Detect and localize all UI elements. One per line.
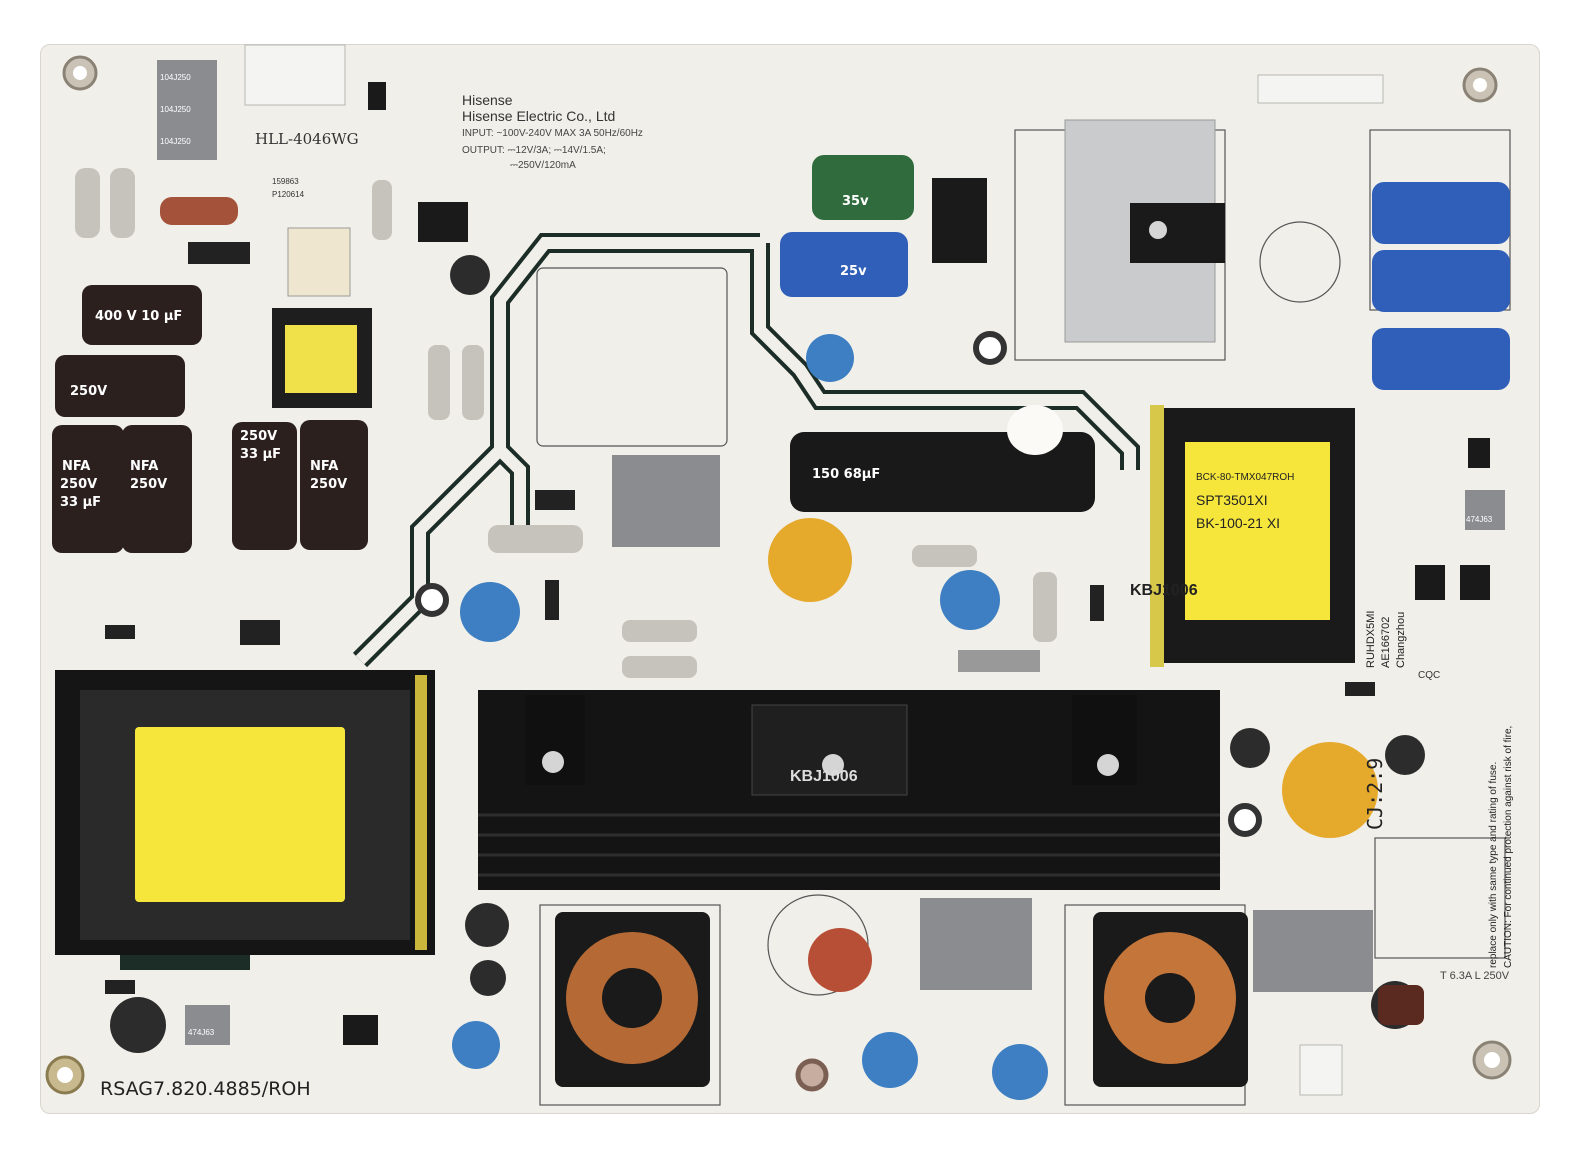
cap-35v-label: 35v: [842, 194, 869, 209]
cap-104-2: 104J250: [160, 105, 191, 114]
cqc-mark: CQC: [1418, 670, 1440, 681]
cap-nfa-v-5: 250V: [310, 477, 347, 492]
diodes: [105, 242, 1375, 994]
aluminum-heatsink: [1064, 119, 1225, 343]
caution-text: CAUTION: For continued protection agains…: [1503, 725, 1514, 968]
cap-bulk-label: 150 68µF: [812, 467, 880, 482]
right-transformer: [1150, 405, 1355, 667]
cap-nfa-3: NFA: [310, 459, 338, 474]
cap-nfa-1: NFA: [62, 459, 90, 474]
cap-nfa-v-2: 250V: [60, 477, 97, 492]
green-capacitor: [812, 155, 914, 220]
factory-line-2: AE166702: [1380, 616, 1392, 668]
standby-transformer: [272, 308, 372, 408]
fuse-rating-text: T 6.3A L 250V: [1440, 970, 1510, 982]
cap-25v-label: 25v: [840, 264, 867, 279]
connectors: [244, 44, 1384, 1096]
cap-nfa-2: NFA: [130, 459, 158, 474]
company-text: Hisense Electric Co., Ltd: [462, 108, 616, 124]
transformer-label-2: SPT3501XI: [1196, 492, 1268, 508]
cap-nfa-v-3: 250V: [130, 477, 167, 492]
cap-474-1: 474J63: [1466, 515, 1493, 524]
cap-nfa-uf-1: 33 µF: [60, 495, 101, 510]
factory-line-3: Changzhou: [1395, 611, 1407, 668]
blue-capacitors: [780, 182, 1510, 390]
fuse: [1378, 985, 1424, 1025]
resistors: [75, 168, 1057, 678]
heatsink: [478, 690, 1220, 890]
rectifier-label: KBJ1006: [1130, 582, 1198, 599]
nfa-capacitors: [52, 285, 368, 553]
output-spec-text: OUTPUT: ⎓12V/3A; ⎓14V/1.5A;: [462, 145, 606, 156]
transformer-label-1: BCK-80-TMX047ROH: [1196, 472, 1294, 483]
sticker-line-1: 159863: [272, 177, 299, 186]
factory-line-1: RUHDX5MI: [1365, 610, 1377, 668]
cap-text: 25v 35v 150 68µF KBJ1006 400 V 10 µF 250…: [60, 73, 1493, 1037]
cap-nfa-uf-2: 33 µF: [240, 447, 281, 462]
sticker-line-2: P120614: [272, 190, 305, 199]
semiconductors: [343, 82, 1490, 1045]
main-transformer: [55, 670, 435, 955]
kbj-label: KBJ1006: [790, 768, 858, 785]
caution-text-2: replace only with same type and rating o…: [1488, 761, 1499, 968]
transformer-label-3: BK-100-21 XI: [1196, 515, 1280, 531]
output-spec-text-2: ⎓250V/120mA: [510, 160, 576, 171]
cap-104-1: 104J250: [160, 73, 191, 82]
cap-104-3: 104J250: [160, 137, 191, 146]
cap-nfa-v-4: 250V: [240, 429, 277, 444]
small-grey-part: [958, 650, 1040, 672]
brand-text: Hisense: [462, 92, 513, 108]
board-model-text: RSAG7.820.4885/ROH: [100, 1078, 311, 1100]
white-adhesive: [1007, 405, 1063, 455]
mounting-holes: [45, 55, 1512, 1095]
bulk-capacitor: [790, 432, 1095, 512]
cap-10uf-label: 400 V 10 µF: [95, 309, 182, 324]
common-mode-chokes: [555, 912, 1248, 1087]
part-number-text: HLL-4046WG: [255, 130, 359, 148]
batch-code: CJ:2:9: [1363, 757, 1387, 830]
film-capacitors: [157, 60, 1505, 1045]
input-spec-text: INPUT: ~100V-240V MAX 3A 50Hz/60Hz: [462, 128, 643, 139]
disc-components: [452, 334, 1378, 1100]
cap-nfa-v-1: 250V: [70, 384, 107, 399]
cap-474-2: 474J63: [188, 1028, 215, 1037]
